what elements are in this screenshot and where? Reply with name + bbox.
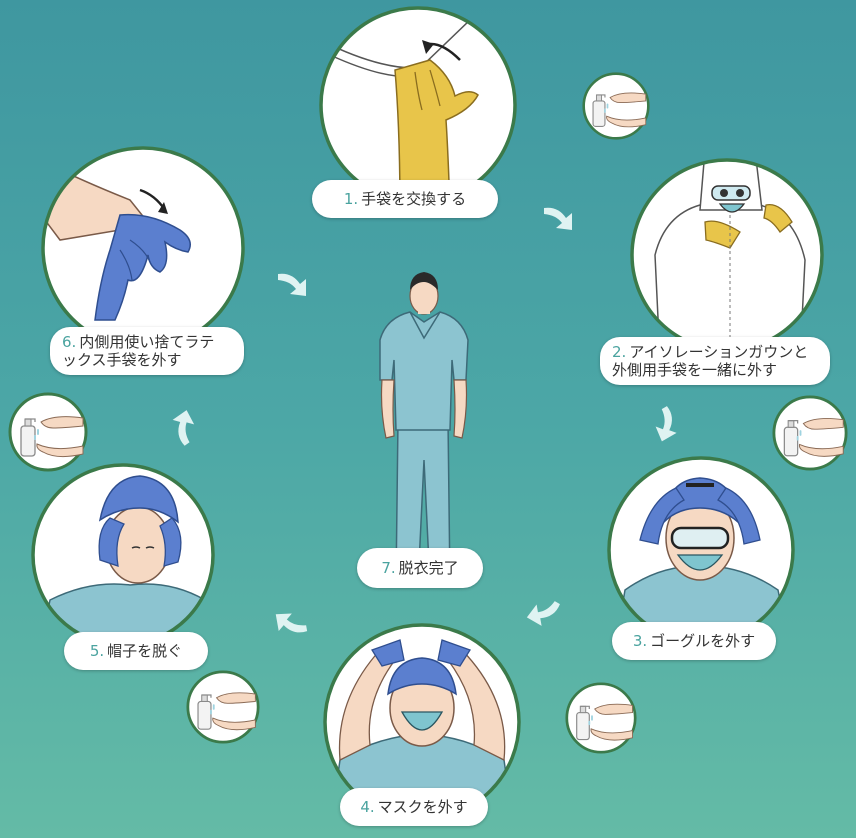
step-2-number: 2. xyxy=(612,343,626,361)
step-4-number: 4. xyxy=(360,798,374,816)
curved-arrow-icon xyxy=(278,274,306,296)
step-4-text: マスクを外す xyxy=(378,798,468,816)
step-1-text: 手袋を交換する xyxy=(361,190,466,208)
curved-arrow-icon xyxy=(527,593,560,628)
curved-arrow-icon xyxy=(648,406,681,441)
hand-sanitizer-icon xyxy=(188,672,258,742)
hand-sanitizer-icon xyxy=(10,394,86,470)
step-3-text: ゴーグルを外す xyxy=(650,632,755,650)
hand-sanitizer-icon xyxy=(567,684,635,752)
step-1-illustration xyxy=(320,0,520,210)
step-2-illustration xyxy=(632,143,822,361)
step-6-text-line2: ックス手袋を外す xyxy=(62,351,214,369)
step-7-number: 7. xyxy=(381,559,395,577)
step-6-illustration xyxy=(30,148,243,348)
step-1-number: 1. xyxy=(344,190,358,208)
step-6-text-line1: 内側用使い捨てラテ xyxy=(79,333,214,351)
step-3-number: 3. xyxy=(633,632,647,650)
step-1-label: 1. 手袋を交換する xyxy=(312,180,498,218)
step-7-text: 脱衣完了 xyxy=(399,559,459,577)
center-figure xyxy=(380,272,468,585)
hand-sanitizer-icon xyxy=(774,397,846,469)
step-5-illustration xyxy=(33,465,215,650)
step-5-label: 5. 帽子を脱ぐ xyxy=(64,632,208,670)
step-2-text-line1: アイソレーションガウンと xyxy=(629,343,808,361)
step-5-text: 帽子を脱ぐ xyxy=(107,642,182,660)
step-6-label: 6.内側用使い捨てラテ ックス手袋を外す xyxy=(50,327,244,375)
step-7-label: 7. 脱衣完了 xyxy=(357,548,483,588)
step-3-label: 3. ゴーグルを外す xyxy=(612,622,776,660)
step-4-label: 4. マスクを外す xyxy=(340,788,488,826)
curved-arrow-icon xyxy=(168,410,202,446)
step-5-number: 5. xyxy=(90,642,104,660)
curved-arrow-icon xyxy=(544,208,572,230)
step-2-text-line2: 外側用手袋を一緒に外す xyxy=(612,361,808,379)
hand-sanitizer-icon xyxy=(584,74,649,139)
curved-arrow-icon xyxy=(276,609,307,636)
step-2-label: 2.アイソレーションガウンと 外側用手袋を一緒に外す xyxy=(600,337,830,385)
step-6-number: 6. xyxy=(62,333,76,351)
